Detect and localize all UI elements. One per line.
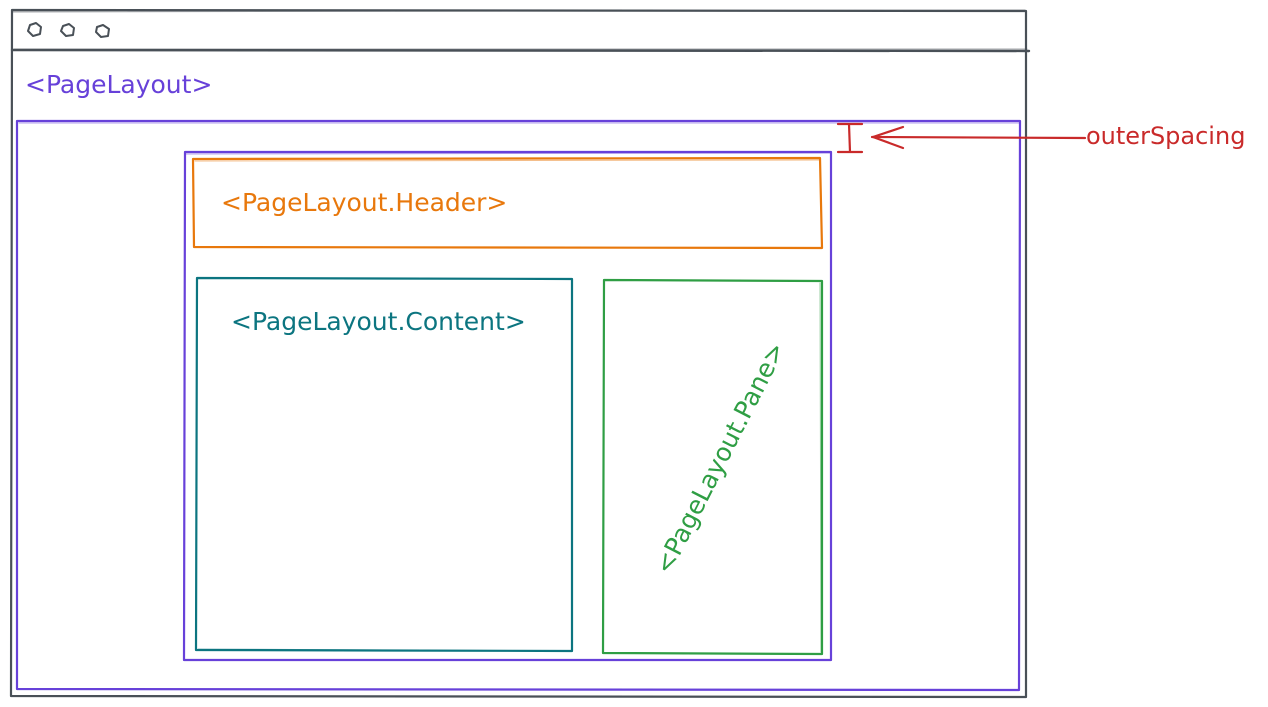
window-dot	[27, 22, 42, 37]
content-label: <PageLayout.Content>	[231, 307, 526, 336]
pane-box	[601, 278, 824, 656]
browser-window-frame	[9, 8, 1028, 699]
content-box	[194, 276, 574, 653]
window-dot	[60, 23, 75, 37]
spacing-marker	[836, 122, 864, 154]
page-layout-inner-container	[182, 150, 833, 662]
arrow-head-icon	[871, 125, 905, 150]
page-layout-box	[15, 119, 1022, 692]
header-box	[191, 156, 824, 250]
header-label: <PageLayout.Header>	[221, 188, 508, 217]
arrow-shaft	[870, 135, 1087, 140]
window-controls	[27, 22, 110, 38]
page-layout-label: <PageLayout>	[25, 70, 213, 99]
browser-titlebar-divider	[10, 48, 1031, 53]
window-dot	[95, 24, 110, 38]
outer-spacing-label: outerSpacing	[1086, 122, 1246, 150]
outer-spacing-annotation	[836, 122, 1087, 154]
browser-window	[9, 8, 1031, 699]
